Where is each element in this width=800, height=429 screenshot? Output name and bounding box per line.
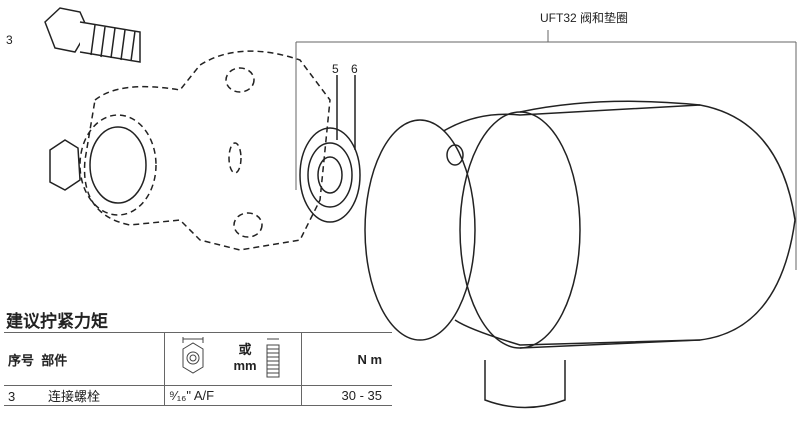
header-item: 序号 <box>8 352 35 368</box>
header-mm: mm <box>233 358 257 373</box>
row-size: ⁹⁄₁₆" A/F <box>164 385 302 406</box>
bolt-head-lower <box>49 139 81 191</box>
bolt-3 <box>44 7 141 63</box>
hex-and-thread-icon <box>182 337 280 378</box>
header-part: 部件 <box>41 352 68 368</box>
table-row: 3 连接螺栓 ⁹⁄₁₆" A/F 30 - 35 <box>4 385 392 406</box>
torque-table: 序号 部件 或 mm N m 3 连接螺栓 ⁹⁄₁₆" A/F 30 - 35 <box>4 332 392 406</box>
bolt-callout: 3 <box>6 33 13 47</box>
row-item: 3 <box>8 389 16 404</box>
part-6-callout: 6 <box>351 62 358 76</box>
connector-body <box>79 50 331 251</box>
torque-table-title: 建议拧紧力矩 <box>6 312 108 331</box>
table-header: 序号 部件 或 mm N m <box>4 332 392 386</box>
header-unit: N m <box>301 332 392 386</box>
row-torque: 30 - 35 <box>301 385 392 406</box>
assembly-label: UFT32 阀和垫圈 <box>540 11 629 25</box>
gasket-5-6 <box>299 75 361 223</box>
callout-line <box>295 30 797 270</box>
header-or: 或 <box>238 342 252 357</box>
valve-body <box>364 100 796 409</box>
row-part: 连接螺栓 <box>48 389 101 404</box>
part-5-callout: 5 <box>332 62 339 76</box>
header-size: 或 mm <box>164 332 302 386</box>
